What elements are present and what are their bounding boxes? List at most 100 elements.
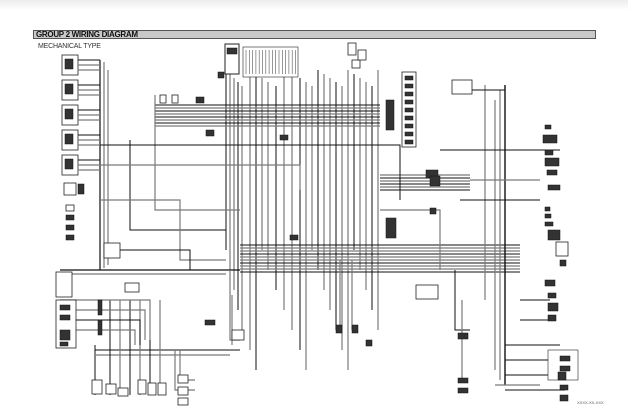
switch-a (159, 94, 167, 104)
connector (195, 96, 205, 104)
connector (544, 279, 556, 287)
connector (547, 302, 559, 312)
connector (542, 134, 558, 144)
pin (404, 139, 414, 145)
connector (65, 214, 75, 221)
pin (404, 91, 414, 97)
bulb-1 (177, 374, 189, 384)
switch-connector (64, 133, 74, 145)
connector (457, 387, 469, 394)
document-code: XXXX-XX-XXX (577, 400, 604, 405)
right-relay-2 (555, 241, 569, 257)
connector (59, 341, 69, 347)
wire (60, 329, 136, 345)
pin (404, 123, 414, 129)
display (226, 47, 238, 55)
connector (457, 332, 469, 340)
wire (454, 270, 470, 331)
connector (547, 184, 561, 191)
pin (404, 107, 414, 113)
switch-box (55, 271, 73, 298)
page-top-shade (0, 0, 628, 10)
connector (279, 134, 289, 141)
component (217, 71, 225, 79)
wire (174, 350, 195, 391)
buzzer (205, 129, 215, 137)
switch-b (171, 94, 179, 104)
sensor-box (103, 242, 121, 259)
connector (65, 224, 75, 231)
connector (59, 329, 71, 341)
wire (154, 95, 240, 211)
wire (100, 144, 401, 200)
connector (544, 124, 552, 130)
lamp-7 (231, 329, 245, 341)
connector (289, 234, 299, 241)
switch-connector (64, 58, 74, 70)
right-relay (451, 79, 473, 95)
pin (404, 75, 414, 81)
diagram-subtitle: MECHANICAL TYPE (38, 43, 101, 50)
connector (335, 324, 343, 334)
lamp-2 (105, 383, 117, 395)
connector (457, 377, 469, 384)
ground (204, 319, 216, 326)
connector (544, 206, 551, 212)
diode-1 (351, 59, 361, 69)
switch-connector (64, 83, 74, 95)
connector (59, 304, 71, 311)
connector (546, 169, 558, 176)
connector (544, 213, 552, 219)
wire (60, 319, 141, 345)
connector (544, 221, 554, 227)
inline-connector (97, 319, 103, 336)
relay-2 (65, 204, 75, 212)
connector (544, 157, 560, 167)
page-title: GROUP 2 WIRING DIAGRAM (36, 30, 138, 39)
relay-1 (63, 182, 77, 196)
connector (547, 314, 557, 322)
pin (404, 131, 414, 137)
connector (559, 259, 567, 267)
section-header-bar: GROUP 2 WIRING DIAGRAM (33, 30, 596, 39)
connector (429, 207, 437, 215)
connector (559, 384, 569, 391)
connector (59, 314, 71, 321)
bulb-2 (177, 386, 189, 396)
relay-top-1 (347, 42, 357, 56)
connector (547, 229, 561, 241)
fuse-box (242, 46, 299, 78)
connector (365, 339, 373, 347)
controller (385, 217, 397, 239)
wire (60, 309, 146, 340)
connector (557, 371, 567, 381)
wire (100, 164, 301, 190)
bulb-3 (177, 397, 189, 406)
lamp-6 (157, 382, 167, 396)
connector (351, 324, 359, 334)
pin (404, 115, 414, 121)
lamp-3 (117, 387, 129, 397)
center-controller (415, 284, 439, 300)
lamp-1 (91, 379, 103, 395)
connector (559, 355, 571, 362)
connector (544, 149, 554, 156)
wire (129, 140, 226, 231)
connector (429, 175, 441, 187)
connector (547, 292, 557, 299)
lamp (124, 282, 140, 293)
pin (404, 83, 414, 89)
wire (380, 209, 441, 270)
connector (559, 365, 571, 372)
relay-connector (77, 183, 85, 195)
inline-connector (385, 99, 395, 131)
relay-top-2 (357, 49, 367, 61)
switch-connector (64, 158, 74, 170)
pin (404, 99, 414, 105)
wire (60, 299, 151, 340)
lamp-5 (147, 382, 157, 396)
connector (559, 394, 569, 402)
connector (65, 234, 75, 241)
switch-connector (64, 108, 74, 120)
